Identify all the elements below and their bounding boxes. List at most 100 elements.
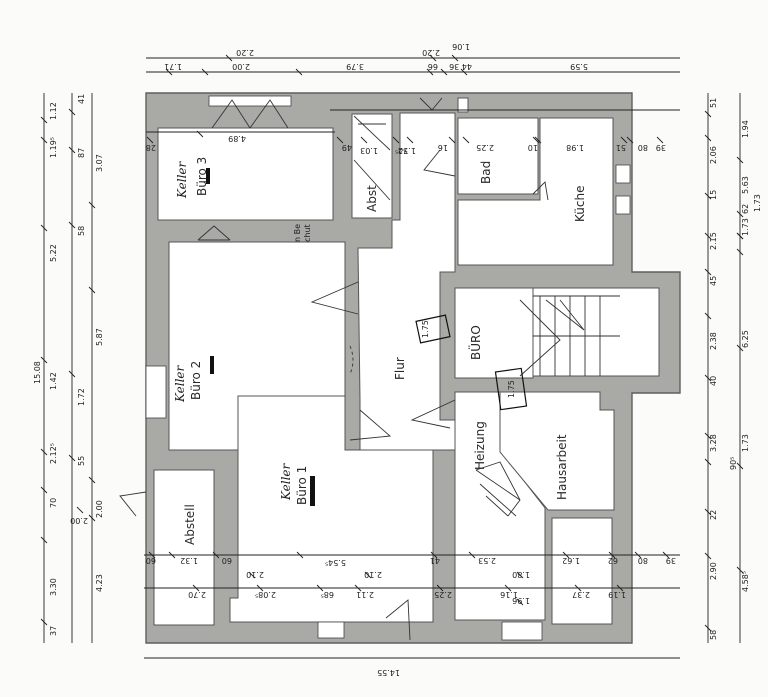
dim-left-outer-2: 5.22 xyxy=(49,244,58,262)
dim-right-inner-tick-8 xyxy=(704,458,712,466)
room-flur xyxy=(357,112,456,451)
dim-int-b1-8: 80 xyxy=(638,556,648,565)
dim-top-outer-1: 2.00 xyxy=(232,62,250,71)
dim-int-b1-1: 1.32 xyxy=(180,556,198,565)
dim-left-outer-tick-0 xyxy=(40,116,48,124)
dim-int-top-tick-8 xyxy=(392,136,400,144)
room-bad xyxy=(457,117,539,195)
room-buero1 xyxy=(229,395,434,623)
dim-right-inner-tick-1 xyxy=(704,134,712,142)
window-buero3 xyxy=(208,95,292,107)
dim-int-b1-6: 1.62 xyxy=(562,556,580,565)
dim-int-top-tick-12 xyxy=(146,136,154,144)
label-buero2: Büro 2 xyxy=(189,361,203,400)
dim-right-inner: 512.06152.15452.38403.2890⁵222.9058621.7… xyxy=(704,98,762,640)
dim-int-top-tick-0 xyxy=(196,130,204,138)
dim-top-inner-2: 1.06 xyxy=(452,42,470,51)
dim-left-outer-0: 1.12 xyxy=(49,102,58,120)
label-bad: Bad xyxy=(479,161,493,184)
dim-right-inner-7: 3.28 xyxy=(709,434,718,452)
label-buero1: Büro 1 xyxy=(295,466,309,505)
dim-right-inner-3: 2.15 xyxy=(709,232,718,250)
dim-bottom-total: 14.55 xyxy=(377,668,400,677)
dim-int-top-7: 49 xyxy=(342,143,352,152)
dim-int-b1-3: 5.54⁵ xyxy=(325,558,346,567)
dim-left-outer-4: 2.12⁵ xyxy=(49,443,58,464)
dim-left-inner-tick-1 xyxy=(68,146,76,154)
dim-top-inner-0: 2.20 xyxy=(236,48,254,57)
dim-top-outer-tick-5 xyxy=(460,68,468,76)
dim-top-inner-tick-1 xyxy=(429,54,437,62)
dim-int-top-tick-6 xyxy=(626,136,634,144)
label-flur: Flur xyxy=(393,357,407,380)
keller-annotation-buero3: Keller xyxy=(175,160,189,199)
room-abstell-left xyxy=(153,469,215,626)
dim-int-top-5: 39 xyxy=(656,143,666,152)
dim-int-b1-4: 41 xyxy=(430,556,440,565)
dim-left-inner-tick-4 xyxy=(88,286,96,294)
dim-right-inner-13: 1.73 xyxy=(741,218,750,236)
dim-right-outer-1: 5.63 xyxy=(741,176,750,194)
dim-left-inner-tick-5 xyxy=(68,370,76,378)
dim-right-inner-6: 40 xyxy=(709,376,718,386)
dim-left-outer-tick-6 xyxy=(40,536,48,544)
label-abstell-top: Abst xyxy=(365,185,379,212)
dim-int-misc-tick-0 xyxy=(248,571,256,579)
dim-int-b1-9: 39 xyxy=(666,556,676,565)
dim-int-b1-tick-5 xyxy=(468,551,476,559)
dim-right-outer-3: 1.73 xyxy=(741,434,750,452)
label-abstell-left: Abstell xyxy=(183,504,197,545)
dim-int-b2-tick-6 xyxy=(574,584,582,592)
dim-right-inner-tick-2 xyxy=(704,192,712,200)
dim-left-outer-tick-5 xyxy=(40,486,48,494)
dim-right-inner-2: 15 xyxy=(709,190,718,200)
svg-text:1.75: 1.75 xyxy=(421,320,430,338)
dim-left-outer-1: 1.19⁵ xyxy=(49,137,58,158)
dim-left-outer-7: 37 xyxy=(49,626,58,636)
dim-int-b1-7: 62 xyxy=(608,556,618,565)
dim-right-inner-8: 90⁵ xyxy=(729,457,738,470)
dim-left-inner-tick-2 xyxy=(88,201,96,209)
dim-top-outer-tick-1 xyxy=(201,68,209,76)
dim-int-misc-tick-2 xyxy=(516,571,524,579)
dim-int-b2-0: 2.70 xyxy=(188,590,206,599)
dim-left-outer-tick-1 xyxy=(40,136,48,144)
room-buero3 xyxy=(157,127,334,221)
dim-right-inner-tick-3 xyxy=(704,232,712,240)
label-buero-center: BÜRO xyxy=(467,325,483,360)
dim-int-top-0: 4.89 xyxy=(228,134,246,143)
room-bottom-right xyxy=(551,517,613,625)
room-labels: Büro 3 Büro 2 Büro 1 Abstell Abst Flur B… xyxy=(183,157,587,545)
dim-right-inner-1: 2.06 xyxy=(709,146,718,164)
dim-right-outer-0: 1.94 xyxy=(741,120,750,138)
dim-right-inner-10: 2.90 xyxy=(709,562,718,580)
dim-left-inner-tick-0 xyxy=(68,108,76,116)
dim-int-top-6: 80 xyxy=(638,143,648,152)
handwritten-annotations: Keller Keller Keller 1.75 1.75 n Be chut xyxy=(173,160,528,506)
dim-right-inner-tick-13 xyxy=(736,232,744,240)
dim-left-inner-7: 2.00 xyxy=(95,500,104,518)
fragment-text-2: chut xyxy=(303,224,312,242)
dim-int-b2-4: 2.25 xyxy=(434,590,452,599)
dim-top-outer-tick-0 xyxy=(165,68,173,76)
dim-int-b1-tick-4 xyxy=(430,551,438,559)
dim-int-top-tick-9 xyxy=(448,136,456,144)
dim-right-inner-12: 62 xyxy=(741,204,750,214)
dim-right-inner-tick-11 xyxy=(704,624,712,632)
dim-int-b2-tick-7 xyxy=(616,584,624,592)
dim-top-outer-tick-2 xyxy=(295,68,303,76)
dim-right-inner-9: 22 xyxy=(709,510,718,520)
dim-int-misc-tick-3 xyxy=(76,506,84,514)
dim-right-inner-tick-12 xyxy=(736,210,744,218)
dim-left-outer-6: 3.30 xyxy=(49,578,58,596)
dim-left-inner-tick-3 xyxy=(68,221,76,229)
dim-int-top-tick-7 xyxy=(336,136,344,144)
dim-int-b2-tick-1 xyxy=(256,584,264,592)
room-stair xyxy=(532,287,660,377)
dim-int-misc-tick-1 xyxy=(364,571,372,579)
